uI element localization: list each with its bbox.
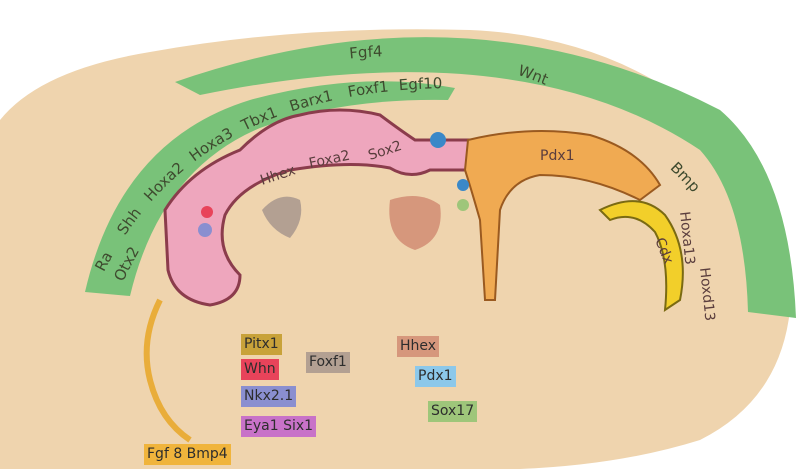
legend-sox17-text: Sox17: [431, 403, 474, 419]
midgut-label: Pdx1: [540, 148, 575, 164]
legend-nkx21-text: Nkx2.1: [244, 388, 293, 404]
legend-sox17: Sox17: [428, 401, 477, 422]
pharyngeal-pouch: [201, 206, 213, 218]
outer-label-0: Fgf4: [348, 42, 382, 62]
legend-pdx1: Pdx1: [415, 366, 456, 387]
thyroid-bud: [198, 223, 212, 237]
legend-pitx1-text: Pitx1: [244, 336, 279, 352]
legend-fgf8-bmp4: Fgf 8 Bmp4: [144, 444, 231, 465]
gallbladder-bud: [457, 199, 469, 211]
legend-foxf1-text: Foxf1: [309, 354, 347, 370]
outer-arc-labels: Fgf4: [348, 42, 382, 62]
legend-whn-text: Whn: [244, 361, 276, 377]
ventral-pancreas-bud: [457, 179, 469, 191]
legend-fgf8-bmp4-text: Fgf 8 Bmp4: [147, 446, 228, 462]
legend-hhex: Hhex: [397, 336, 439, 357]
pancreas-bud: [430, 132, 446, 148]
inner-label-7: Egf10: [398, 74, 443, 94]
legend-pitx1: Pitx1: [241, 334, 282, 355]
legend-pdx1-text: Pdx1: [418, 368, 453, 384]
inner-arc-labels-7: Egf10: [398, 74, 443, 94]
legend-hhex-text: Hhex: [400, 338, 436, 354]
legend-foxf1: Foxf1: [306, 352, 350, 373]
legend-whn: Whn: [241, 359, 279, 380]
legend-eya1-six1-text: Eya1 Six1: [244, 418, 313, 434]
legend-nkx21: Nkx2.1: [241, 386, 296, 407]
legend-eya1-six1: Eya1 Six1: [241, 416, 316, 437]
